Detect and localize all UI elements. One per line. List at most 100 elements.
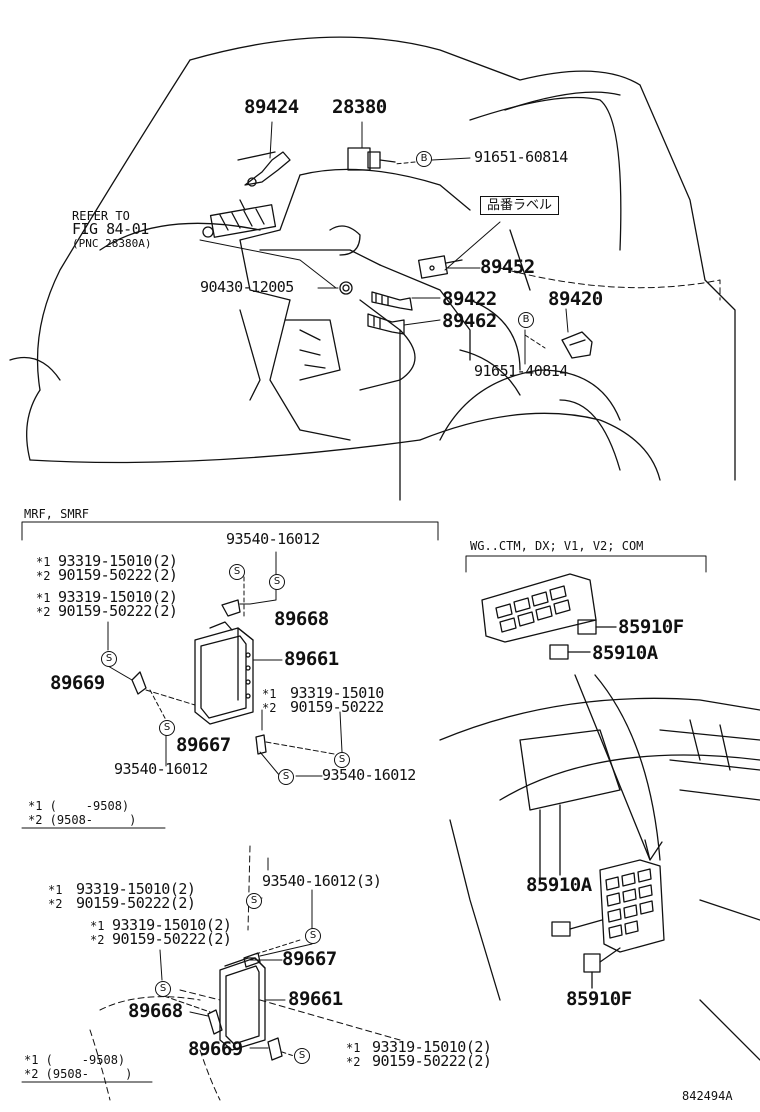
bracket-89667-bottom [243, 952, 261, 968]
section-label-wg: WG..CTM, DX; V1, V2; COM [470, 539, 644, 553]
part-89668-bottom: 89668 [128, 1000, 183, 1022]
part-93319-15010-a: 93319-15010(2) [58, 552, 178, 570]
mid-left-leader-lines [107, 551, 343, 777]
star1-bottom-a: *1 [48, 883, 63, 897]
part-90159-50222-a: 90159-50222(2) [58, 566, 178, 584]
part-89452: 89452 [480, 256, 535, 278]
part-90159-50222-bottom-b: 90159-50222(2) [112, 930, 232, 948]
sensor-89452-shape [417, 255, 463, 279]
ecu-89661-bottom [219, 957, 266, 1051]
part-89462: 89462 [442, 310, 497, 332]
star2-bottom-a: *2 [48, 897, 63, 911]
section-label-mrf: MRF, SMRF [24, 507, 90, 521]
part-89424: 89424 [244, 96, 299, 118]
relay-85910F-lower [583, 947, 621, 989]
star2-c: *2 [262, 701, 277, 715]
screw-marker-s-3: S [101, 651, 117, 667]
part-85910A-upper: 85910A [592, 642, 658, 664]
part-90159-50222-bottom-c: 90159-50222(2) [372, 1052, 492, 1070]
legend-mid-1: *1 ( -9508) [28, 799, 130, 813]
part-85910F-upper: 85910F [618, 616, 684, 638]
sensor-89422-shape [371, 291, 413, 311]
sensor-28380-shape [347, 147, 396, 171]
screw-marker-s-2: S [269, 574, 285, 590]
junction-block-lower [599, 859, 665, 953]
screw-marker-s-8: S [305, 928, 321, 944]
part-28380: 28380 [332, 96, 387, 118]
relay-85910A-upper [549, 644, 591, 660]
engine-outline [239, 168, 531, 501]
part-93319-15010-c: 93319-15010 [290, 684, 384, 702]
bracket-89667-mid [255, 734, 267, 755]
part-93319-15010-bottom-c: 93319-15010(2) [372, 1038, 492, 1056]
part-93540-16012-bottom: 93540-16012(3) [262, 872, 382, 890]
screw-marker-s-7: S [246, 893, 262, 909]
part-89668-mid: 89668 [274, 608, 329, 630]
star2-bottom-c: *2 [346, 1055, 361, 1069]
screw-marker-s-9: S [155, 981, 171, 997]
star1-c: *1 [262, 687, 277, 701]
part-90159-50222-c: 90159-50222 [290, 698, 384, 716]
junction-block-upper [481, 573, 597, 643]
ecu-89661-mid [194, 621, 254, 725]
vehicle-body-outline [9, 36, 736, 481]
star2-a: *2 [36, 569, 51, 583]
part-number-label-tag: 品番ラベル [480, 196, 560, 215]
relay-85910A-lower [551, 919, 603, 937]
bottom-left-leader-lines [21, 857, 313, 1083]
sensor-89424-shape [237, 151, 291, 187]
connector-refer-shape [202, 199, 277, 238]
part-89420: 89420 [548, 288, 603, 310]
part-93319-15010-bottom-a: 93319-15010(2) [76, 880, 196, 898]
part-90430-12005: 90430-12005 [200, 278, 294, 296]
mid-left-bracket [21, 521, 439, 541]
screw-marker-s-4: S [159, 720, 175, 736]
refer-to-line3: (PNC 28380A) [72, 237, 152, 250]
bolt-marker-b-2: B [518, 312, 534, 328]
refer-to-line1: REFER TO [72, 209, 130, 223]
figure-code: 842494A [682, 1089, 733, 1103]
part-90159-50222-bottom-a: 90159-50222(2) [76, 894, 196, 912]
bracket-89668-mid [221, 599, 241, 617]
bracket-89669-bottom [267, 1037, 283, 1061]
part-91651-60814: 91651-60814 [474, 148, 568, 166]
part-85910A-lower: 85910A [526, 874, 592, 896]
plug-90430-shape [339, 281, 353, 295]
refer-to-line2: FIG 84-01 [72, 220, 149, 238]
part-89669-mid: 89669 [50, 672, 105, 694]
part-93540-16012-a: 93540-16012 [226, 530, 320, 548]
part-85910F-lower: 85910F [566, 988, 632, 1010]
legend-bottom-1: *1 ( -9508) [24, 1053, 126, 1067]
top-leader-lines [199, 121, 721, 365]
star2-b: *2 [36, 605, 51, 619]
relay-85910F-upper [577, 619, 617, 635]
part-93540-16012-b: 93540-16012 [114, 760, 208, 778]
screw-marker-s-5: S [334, 752, 350, 768]
star1-bottom-b: *1 [90, 919, 105, 933]
bracket-89669-mid [131, 671, 147, 695]
legend-mid-2: *2 (9508- ) [28, 813, 137, 827]
star1-a: *1 [36, 555, 51, 569]
dashboard-outline [439, 674, 760, 1061]
bracket-89668-bottom [207, 1009, 223, 1035]
part-89667-bottom: 89667 [282, 948, 337, 970]
screw-marker-s-10: S [294, 1048, 310, 1064]
screw-marker-s-1: S [229, 564, 245, 580]
star1-bottom-c: *1 [346, 1041, 361, 1055]
part-89661-bottom: 89661 [288, 988, 343, 1010]
part-93540-16012-c: 93540-16012 [322, 766, 416, 784]
sensor-89462-shape [367, 313, 405, 335]
part-93319-15010-bottom-b: 93319-15010(2) [112, 916, 232, 934]
part-89669-bottom: 89669 [188, 1038, 243, 1060]
part-89667-mid: 89667 [176, 734, 231, 756]
part-90159-50222-b: 90159-50222(2) [58, 602, 178, 620]
star2-bottom-b: *2 [90, 933, 105, 947]
star1-b: *1 [36, 591, 51, 605]
screw-marker-s-6: S [278, 769, 294, 785]
part-91651-40814: 91651-40814 [474, 362, 568, 380]
bolt-marker-b: B [416, 151, 432, 167]
part-93319-15010-b: 93319-15010(2) [58, 588, 178, 606]
mid-right-bracket [465, 555, 707, 573]
